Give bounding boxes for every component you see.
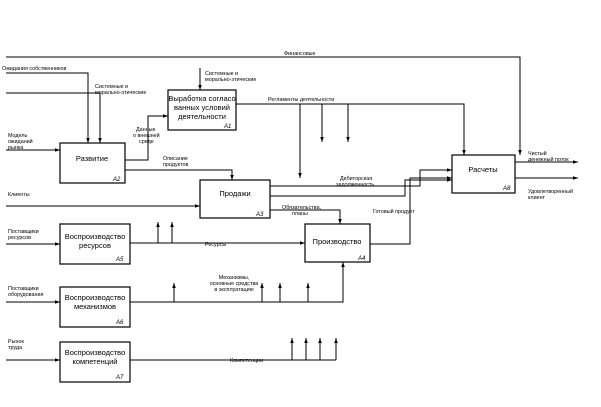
label-rynok-truda-line-1: Рынок: [8, 339, 24, 345]
arrow-sistemnye-a2: [6, 92, 102, 143]
arrow-ozhidaniya-sobstvennikov: [6, 72, 90, 143]
label-opisanie-produktov-line-2: продуктов: [163, 162, 188, 168]
label-finansovye: Финансовые: [284, 51, 316, 57]
label-kompetentsii: Компетенции: [230, 358, 263, 364]
box-a7-title-line-1: Воспроизводство: [65, 348, 126, 357]
label-postavshchiki-resursov-line-2: ресурсов: [8, 235, 31, 241]
label-postavshchiki-oborudovaniya-line-1: Поставщики: [8, 286, 39, 292]
label-sistemnye-1-line-1: Системные и: [95, 84, 128, 90]
label-model-rynka-line-1: Модель: [8, 133, 28, 139]
box-a8-title: Расчеты: [468, 165, 497, 174]
box-a5-title-line-2: ресурсов: [79, 241, 111, 250]
box-a7-number: А7: [115, 375, 124, 381]
arrow-debitorskaya: [270, 178, 452, 197]
arrow-opisanie-produktov: [125, 169, 234, 180]
label-klienty: Клиенты: [8, 192, 30, 198]
box-a1-title-line-1: Выработка согласо: [168, 94, 235, 103]
box-a5-title-line-1: Воспроизводство: [65, 232, 126, 241]
label-udovletvorennyi-klient-line-2: клиент: [528, 195, 546, 201]
arrow-gotovyi-produkt: [370, 176, 452, 245]
label-sistemnye-2-line-1: Системные и: [205, 71, 238, 77]
box-a8[interactable]: Расчеты А8: [451, 154, 516, 194]
label-debitorskaya-line-1: Дебиторская: [340, 176, 372, 182]
box-a1-number: А1: [223, 124, 231, 130]
label-sistemnye-2-line-2: морально-этические: [205, 77, 256, 83]
arrow-dannye-sredy: [125, 114, 168, 161]
label-mekhanizmy-line-3: в эксплуатацию: [214, 287, 253, 293]
box-a5-number: А5: [115, 257, 124, 263]
box-a3-number: А3: [255, 212, 264, 218]
label-dannye-sredy-line-2: о внешней: [133, 132, 160, 139]
box-a4-number: А4: [357, 256, 366, 262]
label-chistyi-potok-line-1: Чистый: [528, 150, 547, 157]
label-debitorskaya-line-2: задолженность: [336, 182, 374, 188]
label-rynok-truda-line-2: труда: [8, 345, 22, 351]
svg-text:Обязательства,планы: Обязательства,планы: [282, 205, 322, 217]
arrow-mekhanizmy: [130, 262, 345, 303]
box-a6-number: А6: [115, 320, 124, 326]
label-chistyi-potok-line-2: денежный поток: [528, 156, 569, 163]
box-a1-title-line-2: ванных условий: [174, 103, 230, 112]
box-a3[interactable]: Продажи А3: [199, 179, 271, 219]
label-gotovyi-produkt: Готовый продукт: [373, 208, 415, 215]
label-sistemnye-1-line-2: морально-этические: [95, 90, 146, 96]
arrow-reglamenty: [236, 103, 466, 155]
label-mekhanizmy-line-1: Механизмы,: [219, 275, 250, 281]
arrow-labels: Финансовые Ожидания собственников Систем…: [2, 51, 573, 364]
box-a2[interactable]: Развитие А2: [59, 142, 126, 184]
box-a2-number: А2: [112, 177, 121, 183]
label-udovletvorennyi-klient-line-1: Удовлетворенный: [528, 188, 573, 195]
box-a1-title-line-3: деятельности: [178, 112, 226, 121]
arrows: [6, 56, 578, 362]
arrow-obyazatelstva: [262, 209, 342, 224]
box-a8-number: А8: [502, 186, 511, 192]
label-postavshchiki-oborudovaniya-line-2: оборудования: [8, 292, 43, 298]
box-a3-title: Продажи: [219, 189, 250, 198]
box-a7-title-line-2: компетенций: [72, 357, 117, 366]
label-model-rynka-line-3: рынка: [8, 145, 23, 151]
label-dannye-sredy-line-3: среде: [139, 139, 154, 145]
box-a4-title: Производство: [313, 237, 362, 246]
arrow-finansovye: [6, 56, 522, 155]
label-opisanie-produktov-line-1: Описание: [163, 156, 188, 162]
label-obyazatelstva-line-1: Обязательства,: [282, 205, 322, 211]
box-a4[interactable]: Производство А4: [304, 223, 371, 263]
label-postavshchiki-resursov-line-1: Поставщики: [8, 229, 39, 235]
box-a6-title-line-2: механизмов: [74, 302, 116, 311]
label-ozhidaniya-sobstvennikov: Ожидания собственников: [2, 66, 66, 72]
label-dannye-sredy-line-1: Данные: [136, 127, 155, 133]
label-mekhanizmy-line-2: основные средства: [210, 281, 259, 287]
label-obyazatelstva-line-2: планы: [292, 211, 308, 217]
label-resursy: Ресурсы: [205, 242, 226, 248]
label-reglamenty: Регламенты деятельности: [268, 97, 334, 103]
box-a6-title-line-1: Воспроизводство: [65, 293, 126, 302]
label-model-rynka-line-2: ожиданий: [8, 138, 33, 145]
box-a2-title: Развитие: [76, 154, 108, 163]
